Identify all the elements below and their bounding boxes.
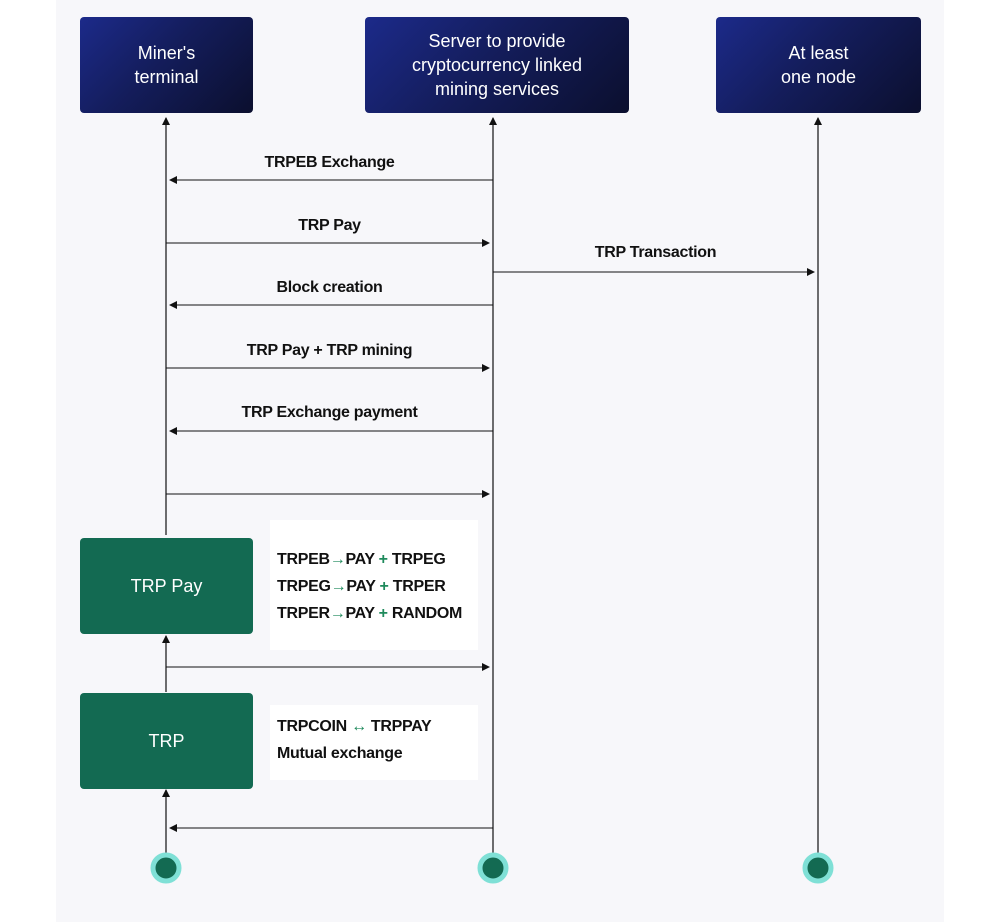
note-token: PAY	[345, 605, 375, 622]
trp-box-label: TRP	[148, 730, 185, 751]
note-token: TRPEB	[277, 551, 330, 568]
note-exchange-background	[270, 705, 478, 780]
participant-server-label: Server to provide cryptocurrency linked …	[411, 31, 583, 99]
trp-box: TRP	[80, 693, 253, 789]
participant-miner-label: Miner's terminal	[134, 43, 199, 87]
trp-pay-box-label: TRP Pay	[130, 575, 203, 596]
arrow-right-icon: →	[330, 578, 347, 595]
node-endpoint	[802, 852, 834, 884]
note-exchange-line-1: TRPCOIN ↔ TRPPAY	[277, 718, 432, 736]
note-token: TRPCOIN	[277, 718, 347, 735]
note-pay-line-3: TRPER→PAY + RANDOM	[277, 605, 462, 623]
label-trp-transaction: TRP Transaction	[594, 244, 717, 261]
label-block-creation: Block creation	[276, 279, 383, 296]
plus-icon: +	[378, 551, 388, 568]
label-trpeb-exchange: TRPEB Exchange	[264, 154, 395, 171]
arrow-right-icon: →	[329, 605, 346, 622]
note-token: PAY	[346, 578, 376, 595]
plus-icon: +	[378, 605, 388, 622]
note-pay-line-1: TRPEB→PAY + TRPEG	[277, 551, 446, 569]
bidirectional-arrow-icon: ↔	[351, 718, 367, 735]
miner-endpoint	[150, 852, 182, 884]
note-token: PAY	[345, 551, 375, 568]
note-token: TRPER	[392, 578, 446, 595]
note-pay-line-2: TRPEG→PAY + TRPER	[277, 578, 446, 596]
label-trp-pay-mining: TRP Pay + TRP mining	[246, 342, 413, 359]
note-token: TRPEG	[277, 578, 331, 595]
arrow-right-icon: →	[329, 551, 346, 568]
trp-pay-box: TRP Pay	[80, 538, 253, 634]
label-trp-exchange-payment: TRP Exchange payment	[241, 404, 418, 421]
participant-node: At least one node	[716, 17, 921, 113]
participant-node-label: At least one node	[780, 43, 857, 87]
server-endpoint	[477, 852, 509, 884]
note-token: TRPEG	[391, 551, 446, 568]
note-token: TRPPAY	[370, 718, 432, 735]
participant-miner: Miner's terminal	[80, 17, 253, 113]
participant-server: Server to provide cryptocurrency linked …	[365, 17, 629, 113]
note-token: TRPER	[277, 605, 330, 622]
note-pay-background	[270, 520, 478, 650]
plus-icon: +	[379, 578, 389, 595]
note-token: RANDOM	[391, 605, 463, 622]
note-exchange-line-2: Mutual exchange	[277, 745, 403, 762]
label-trp-pay: TRP Pay	[298, 217, 361, 234]
